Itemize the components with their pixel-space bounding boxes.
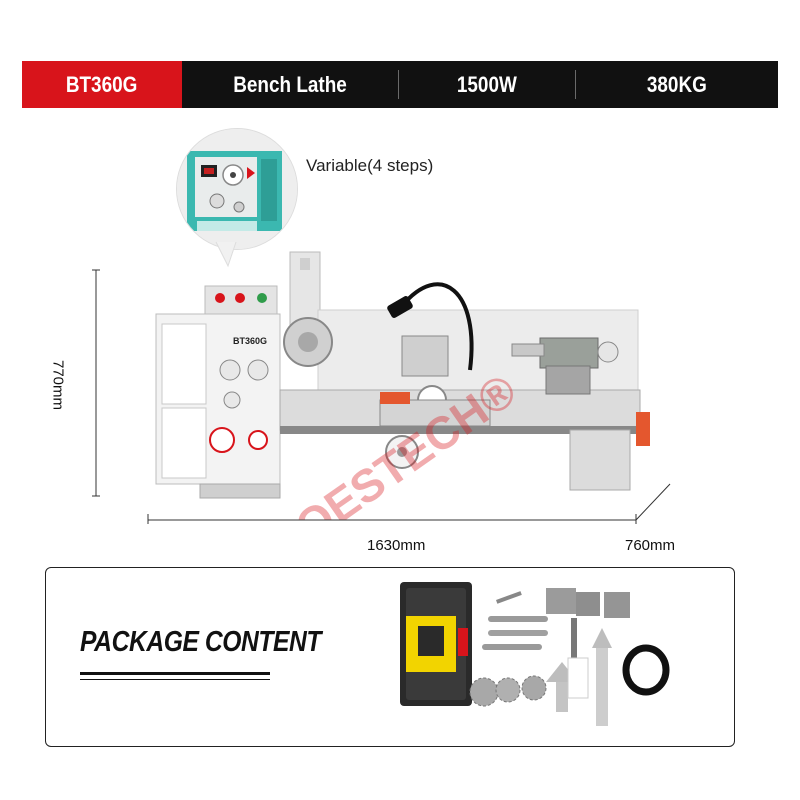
weight-label: 380KG (647, 71, 707, 97)
toolbox-icon (400, 582, 472, 706)
title-underline-thin (80, 679, 270, 680)
power-label: 1500W (457, 71, 517, 97)
bench-lathe-image: BT360G JOESTECH® (155, 251, 650, 520)
wrenches-icon (482, 591, 548, 650)
title-underline (80, 672, 270, 675)
package-items-image (400, 582, 670, 726)
change-gears-icon (469, 675, 547, 707)
drive-belt-icon (622, 644, 670, 696)
type-cell: Bench Lathe (182, 61, 398, 108)
control-panel-closeup (177, 129, 297, 249)
speed-steps-label: Variable(4 steps) (306, 156, 434, 175)
spec-banner: BT360G Bench Lathe 1500W 380KG (22, 61, 778, 108)
depth-dimension: 760mm (625, 537, 676, 554)
separator (575, 70, 576, 99)
headstock-label: BT360G (233, 336, 267, 346)
package-content-box (45, 567, 735, 747)
separator (398, 70, 399, 99)
callout-pointer (215, 241, 237, 268)
speed-control-callout (176, 128, 298, 250)
weight-cell: 380KG (576, 61, 778, 108)
package-content-title: PACKAGE CONTENT (80, 626, 322, 658)
power-cell: 1500W (399, 61, 575, 108)
length-dimension: 1630mm (367, 537, 426, 554)
dimension-lines (92, 269, 671, 524)
model-label: BT360G (66, 71, 138, 97)
type-label: Bench Lathe (233, 71, 347, 97)
lathe-centers-icon (546, 628, 612, 726)
chuck-jaws-icon (546, 588, 630, 664)
height-dimension: 770mm (49, 359, 67, 411)
model-cell: BT360G (22, 61, 182, 108)
